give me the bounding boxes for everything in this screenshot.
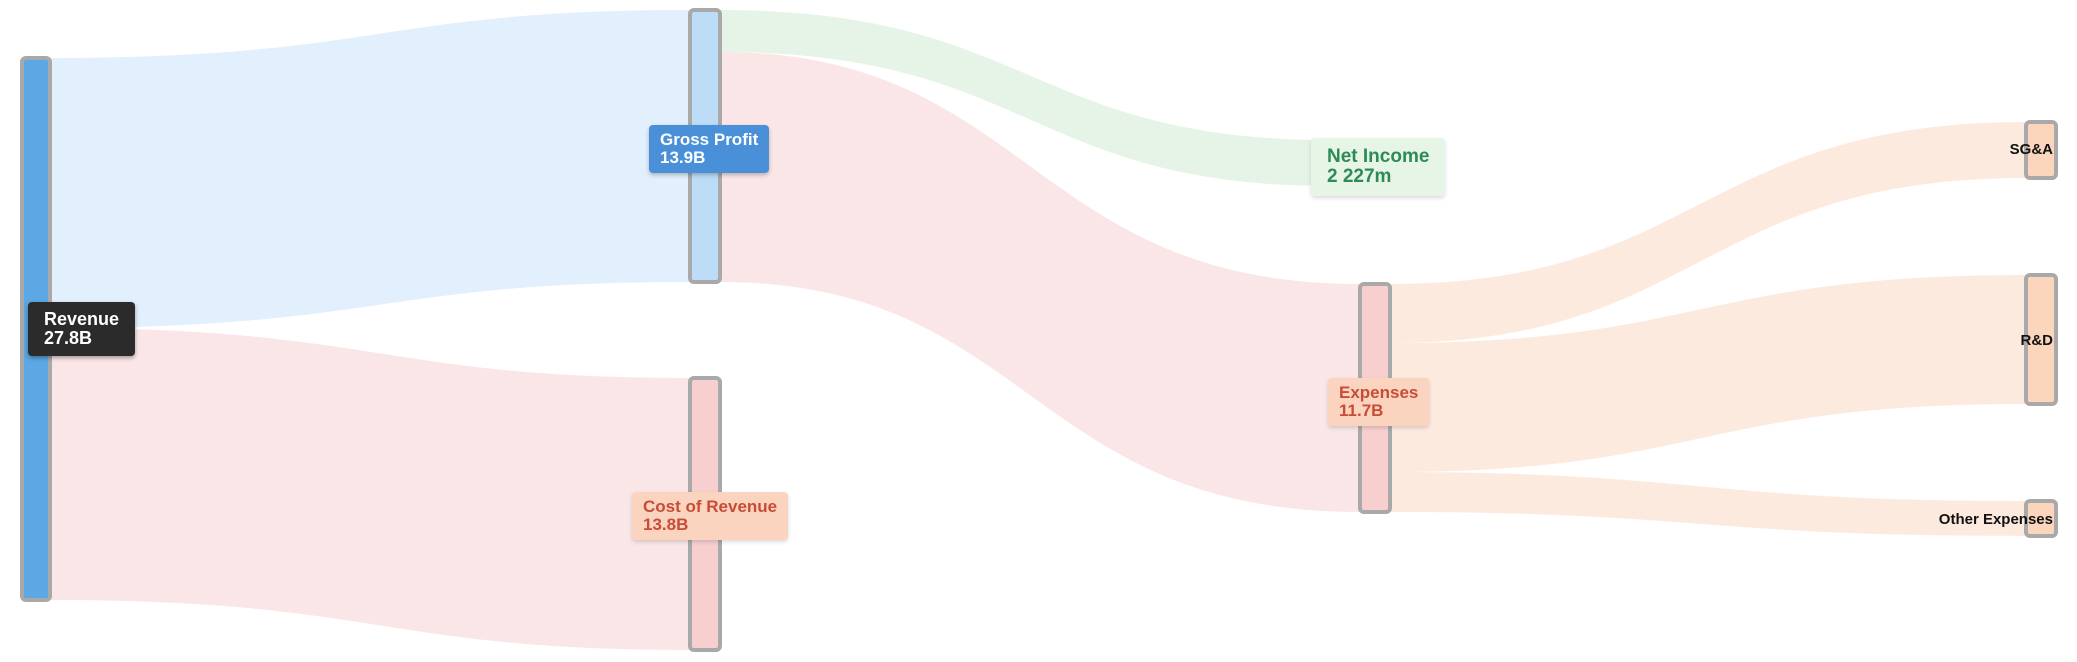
node-rd[interactable] xyxy=(2024,273,2058,406)
revenue-value: 27.8B xyxy=(44,327,93,348)
flow-revenue-to-cost-of-revenue[interactable] xyxy=(50,328,690,650)
other-expenses-label: Other Expenses xyxy=(1938,511,2053,528)
expenses-label: Expenses 11.7B xyxy=(1328,378,1430,426)
cost-of-revenue-label: Cost of Revenue 13.8B xyxy=(632,492,789,540)
flow-gross-profit-to-expenses[interactable] xyxy=(720,52,1360,512)
expenses-value: 11.7B xyxy=(1339,400,1384,420)
node-sga[interactable] xyxy=(2024,120,2058,180)
net-income-name: Net Income xyxy=(1327,146,1430,167)
gross-profit-name: Gross Profit xyxy=(660,130,759,149)
rd-label: R&D xyxy=(2020,332,2054,349)
expenses-name: Expenses xyxy=(1339,383,1419,402)
cost-of-revenue-value: 13.8B xyxy=(643,514,689,534)
gross-profit-value: 13.9B xyxy=(660,147,706,167)
flow-gross-profit-to-net-income[interactable] xyxy=(720,10,1330,186)
cost-of-revenue-name: Cost of Revenue xyxy=(643,497,778,516)
flow-revenue-to-gross-profit[interactable] xyxy=(50,10,690,328)
revenue-label: Revenue 27.8B xyxy=(28,302,136,356)
flow-expenses-to-rd[interactable] xyxy=(1390,275,2026,472)
revenue-name: Revenue xyxy=(44,309,120,329)
flow-expenses-to-sga[interactable] xyxy=(1390,122,2026,343)
sga-label: SG&A xyxy=(2009,141,2053,158)
net-income-label: Net Income 2 227m xyxy=(1311,138,1446,196)
gross-profit-label: Gross Profit 13.9B xyxy=(649,125,770,173)
net-income-value: 2 227m xyxy=(1327,165,1392,187)
node-other-expenses[interactable] xyxy=(2024,499,2058,538)
flow-expenses-to-other[interactable] xyxy=(1390,472,2026,536)
